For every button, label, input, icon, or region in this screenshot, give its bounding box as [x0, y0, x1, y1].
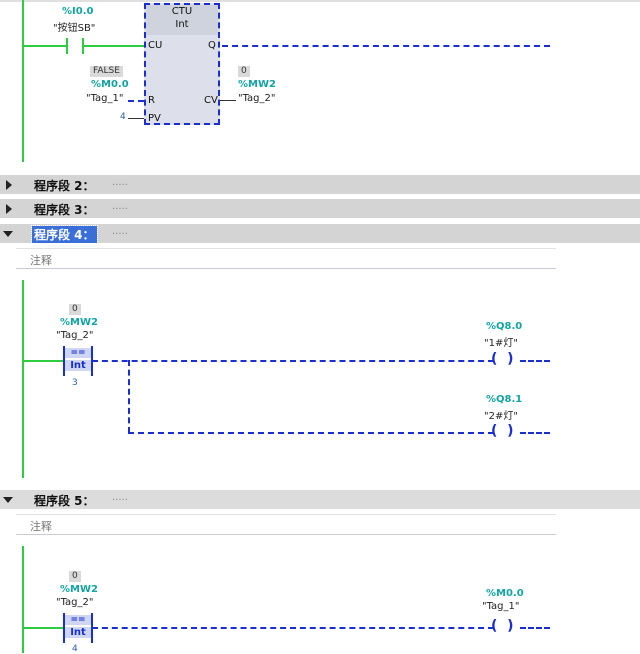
- network-3-dots: .....: [112, 201, 128, 212]
- cmp4-value: 0: [69, 304, 81, 315]
- r-tag[interactable]: "Tag_1": [86, 93, 124, 104]
- contact-address[interactable]: %I0.0: [62, 6, 94, 17]
- coil2-icon[interactable]: ( ): [491, 423, 514, 439]
- cmp4-compare[interactable]: == Int: [63, 346, 93, 376]
- pin-r: R: [148, 95, 155, 106]
- rung-wire: [520, 432, 550, 434]
- cv-value: 0: [238, 66, 250, 77]
- no-contact[interactable]: [66, 38, 84, 54]
- expand-icon[interactable]: [6, 204, 12, 214]
- pin-cu: CU: [148, 40, 163, 51]
- r-value: FALSE: [90, 66, 123, 77]
- expand-icon[interactable]: [6, 180, 12, 190]
- rung-wire: [520, 627, 550, 629]
- pin-pv: PV: [148, 113, 161, 124]
- cmp4-address[interactable]: %MW2: [60, 317, 98, 328]
- power-rail-4: [22, 280, 24, 478]
- rung-wire: [22, 360, 64, 362]
- network-5-title: 程序段 5：: [34, 494, 95, 508]
- rung-wire: [84, 45, 144, 47]
- network-4-title[interactable]: 程序段 4：: [31, 225, 98, 244]
- power-rail-1: [22, 0, 24, 162]
- coil2-address[interactable]: %Q8.1: [486, 394, 523, 405]
- rung-wire: [520, 360, 550, 362]
- pin-q: Q: [208, 40, 216, 51]
- rung-wire: [92, 627, 494, 629]
- cv-wire: [220, 100, 236, 101]
- network-5-header[interactable]: 程序段 5： .....: [0, 490, 640, 509]
- cmp4-const[interactable]: 3: [72, 378, 78, 388]
- rung-wire: [22, 627, 64, 629]
- ctu-type: Int: [175, 19, 189, 30]
- power-rail-5: [22, 546, 24, 653]
- q-output-wire: [222, 45, 550, 47]
- coil3-address[interactable]: %M0.0: [486, 588, 524, 599]
- cmp5-tag[interactable]: "Tag_2": [56, 597, 94, 608]
- network-5-comment[interactable]: 注释: [16, 514, 556, 535]
- branch-wire: [128, 360, 130, 433]
- comment-label: 注释: [30, 520, 52, 533]
- cmp5-const[interactable]: 4: [72, 644, 78, 654]
- network-2-header[interactable]: 程序段 2： .....: [0, 175, 640, 194]
- cmp5-op: ==: [65, 615, 91, 625]
- cmp5-type: Int: [65, 627, 91, 638]
- branch-wire: [128, 432, 494, 434]
- contact-tag[interactable]: "按钮SB": [53, 23, 96, 34]
- cmp5-value: 0: [69, 571, 81, 582]
- collapse-icon[interactable]: [3, 231, 13, 237]
- pv-value[interactable]: 4: [120, 112, 126, 122]
- cv-address[interactable]: %MW2: [238, 79, 276, 90]
- coil1-tag[interactable]: "1#灯": [484, 338, 518, 349]
- cmp4-type: Int: [65, 360, 91, 371]
- ctu-title-area: [146, 5, 218, 35]
- network-4-dots: .....: [112, 226, 128, 237]
- pin-cv: CV: [204, 95, 218, 106]
- network-3-title: 程序段 3：: [34, 203, 95, 217]
- cv-tag[interactable]: "Tag_2": [238, 93, 276, 104]
- rung-wire: [92, 360, 494, 362]
- coil3-tag[interactable]: "Tag_1": [482, 601, 520, 612]
- network-4-header[interactable]: 程序段 4： .....: [0, 224, 640, 244]
- network-3-header[interactable]: 程序段 3： .....: [0, 199, 640, 218]
- coil2-tag[interactable]: "2#灯": [484, 411, 518, 422]
- ctu-title: CTU: [171, 6, 193, 17]
- network-5-dots: .....: [112, 492, 128, 503]
- coil1-address[interactable]: %Q8.0: [486, 321, 523, 332]
- rung-wire: [22, 45, 66, 47]
- pv-wire: [128, 118, 144, 119]
- ctu-block[interactable]: CTU Int: [144, 3, 220, 125]
- comment-label: 注释: [30, 254, 52, 267]
- network-2-dots: .....: [112, 177, 128, 188]
- cmp4-op: ==: [65, 348, 91, 358]
- r-address[interactable]: %M0.0: [91, 79, 129, 90]
- collapse-icon[interactable]: [3, 497, 13, 503]
- r-wire: [128, 100, 144, 102]
- top-border: [0, 0, 640, 2]
- cmp5-address[interactable]: %MW2: [60, 584, 98, 595]
- coil3-icon[interactable]: ( ): [491, 618, 514, 634]
- network-4-comment[interactable]: 注释: [16, 248, 556, 269]
- cmp5-compare[interactable]: == Int: [63, 613, 93, 643]
- coil1-icon[interactable]: ( ): [491, 351, 514, 367]
- cmp4-tag[interactable]: "Tag_2": [56, 330, 94, 341]
- network-2-title: 程序段 2：: [34, 179, 95, 193]
